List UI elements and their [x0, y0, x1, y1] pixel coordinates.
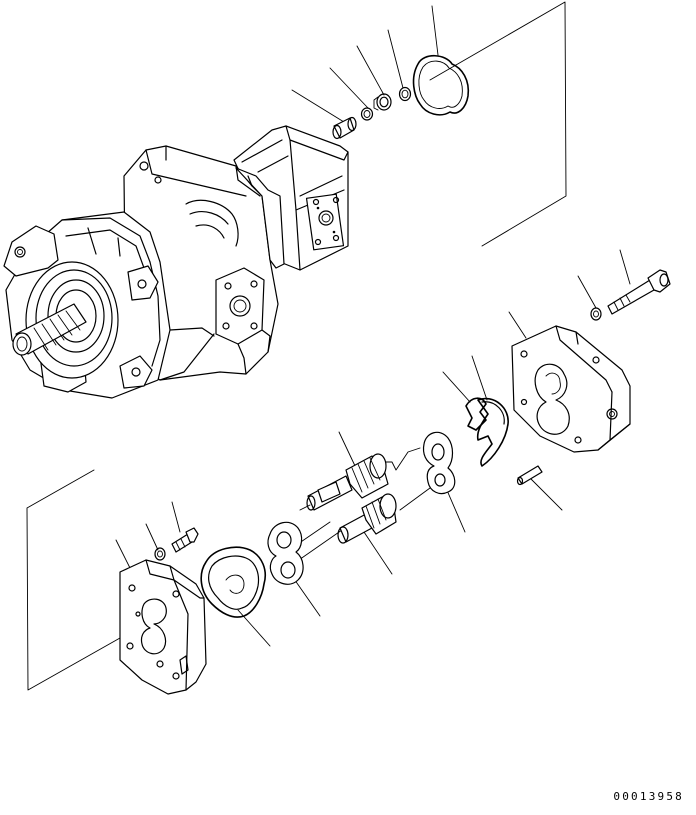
upper-group-frame — [430, 2, 566, 246]
drawing-number: 00013958 — [613, 790, 684, 803]
backup-ring — [466, 398, 486, 430]
bearing-ring-upper — [374, 94, 391, 110]
seal-ring — [478, 399, 508, 466]
gasket-upper — [414, 56, 469, 115]
leader-lines — [116, 6, 630, 646]
spring-washer-upper — [362, 108, 373, 120]
washer-upper — [591, 308, 601, 320]
driven-gear-shaft — [338, 494, 396, 543]
dowel-pin — [518, 466, 543, 485]
main-pump-assembly — [4, 126, 348, 398]
snap-ring-upper — [400, 88, 411, 101]
pump-cover — [512, 326, 630, 452]
wear-plate-upper — [423, 432, 454, 493]
washer-lower — [155, 548, 165, 560]
coupling-sleeve — [333, 118, 356, 139]
bolt-lower — [172, 528, 198, 552]
gasket-lower — [201, 547, 265, 617]
front-cover-plate — [120, 560, 206, 694]
drive-gear-shaft — [307, 454, 388, 510]
wear-plate-lower — [268, 522, 303, 584]
bolt-upper — [608, 270, 670, 314]
lower-group-frame — [27, 470, 120, 690]
